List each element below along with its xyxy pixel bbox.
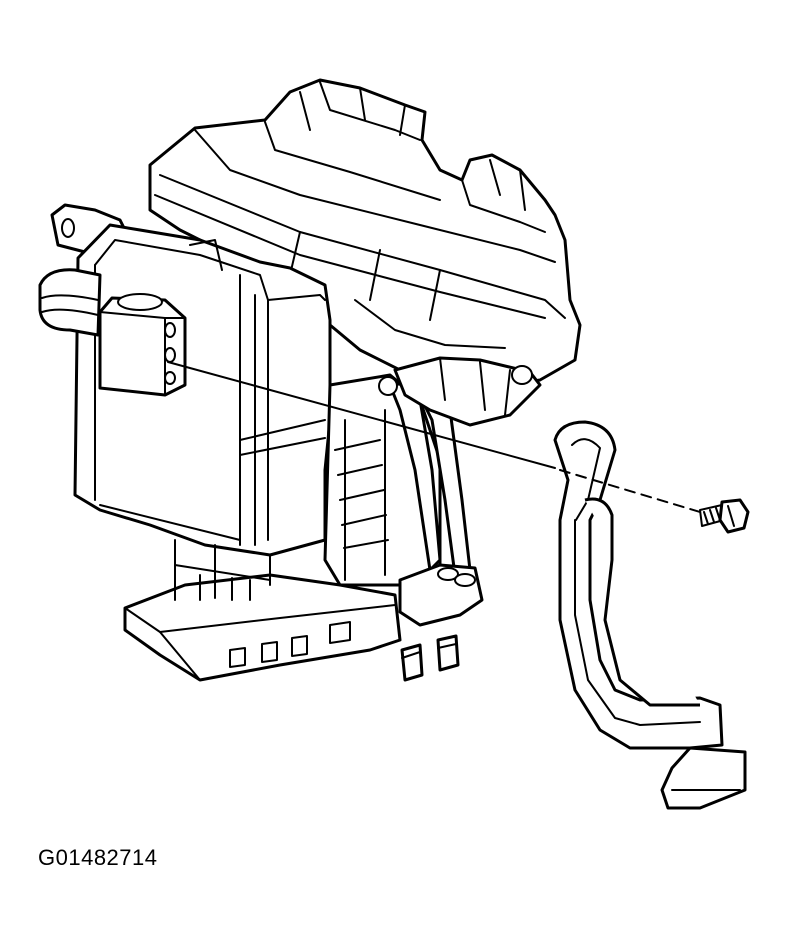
figure-id-label: G01482714 <box>38 845 158 870</box>
alignment-line <box>167 361 701 513</box>
expansion-valve-block <box>98 293 187 397</box>
upper-air-inlet-housing <box>148 78 582 390</box>
lower-outlet-base <box>123 539 402 682</box>
pipe-flange-fittings <box>398 563 484 682</box>
heater-hose-assembly <box>553 420 747 810</box>
left-duct <box>38 268 102 337</box>
heater-core-section <box>323 356 542 587</box>
bolt-icon <box>699 498 750 534</box>
